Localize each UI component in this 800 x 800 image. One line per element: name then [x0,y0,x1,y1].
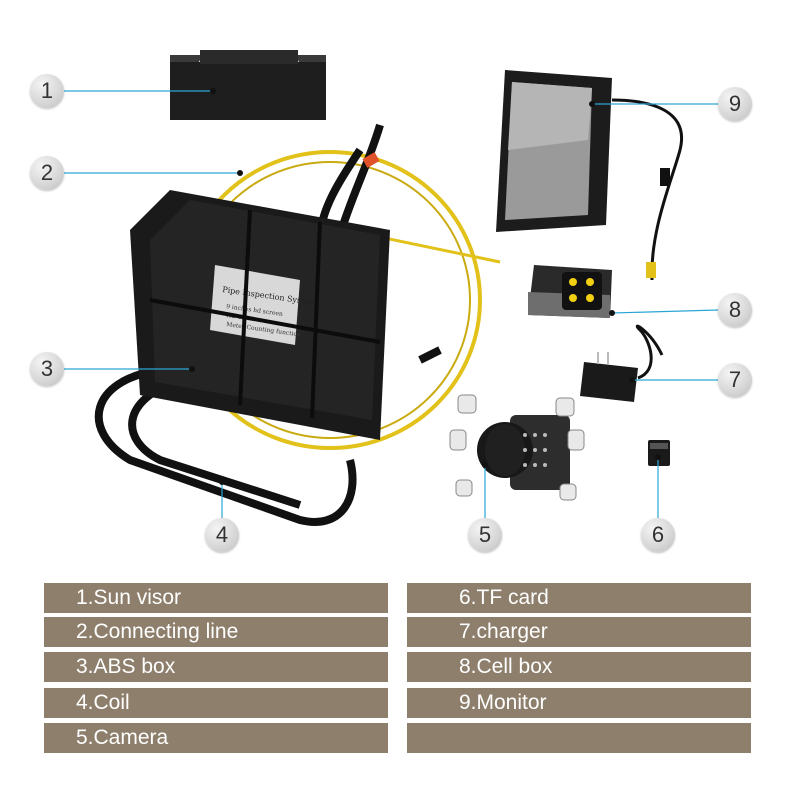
part-camera: 5.Camera [44,723,388,753]
part-coil: 4.Coil [44,688,388,718]
part-charger: 7.charger [407,617,751,647]
callout-4: 4 [205,518,239,552]
callout-dots [189,88,661,485]
callout-lines [64,90,719,518]
callout-8: 8 [718,293,752,327]
part-empty [407,723,751,753]
callout-2: 2 [30,156,64,190]
callout-6: 6 [641,518,675,552]
callout-1: 1 [30,74,64,108]
part-monitor: 9.Monitor [407,688,751,718]
part-connecting-line: 2.Connecting line [44,617,388,647]
abs-box-image: Pipe Inspection System 9 inches hd scree… [130,190,390,440]
product-illustration: Pipe Inspection System 9 inches hd scree… [64,50,719,526]
tf-card-image [648,440,670,466]
part-tf-card: 6.TF card [407,583,751,613]
callout-3: 3 [30,352,64,386]
part-sun-visor: 1.Sun visor [44,583,388,613]
cell-box-image [528,265,612,318]
sun-visor-image [170,50,326,120]
part-cell-box: 8.Cell box [407,652,751,682]
monitor-image [496,70,684,281]
callout-9: 9 [718,87,752,121]
callout-5: 5 [468,518,502,552]
part-abs-box: 3.ABS box [44,652,388,682]
camera-image [449,394,585,501]
charger-image [580,324,664,402]
callout-7: 7 [718,363,752,397]
